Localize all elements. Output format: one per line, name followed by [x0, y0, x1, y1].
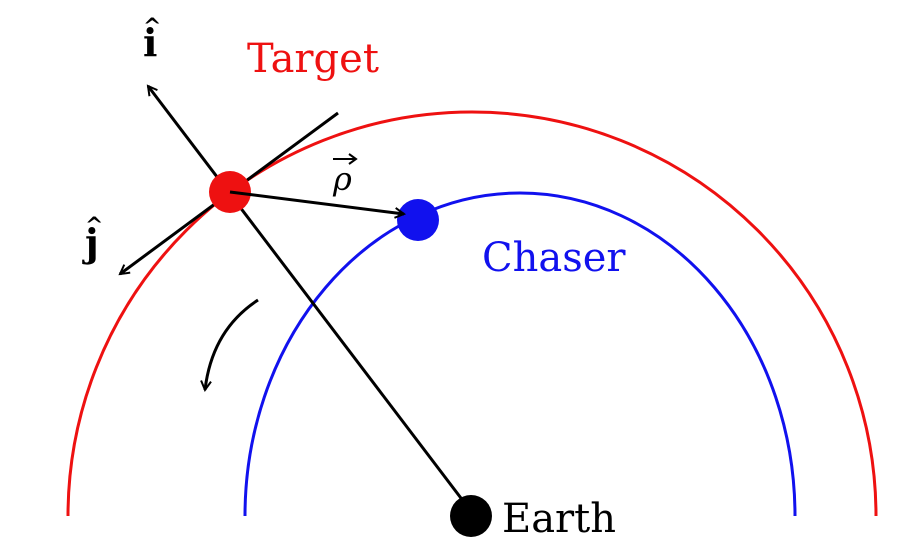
j-hat-hat: ^	[85, 213, 103, 239]
target-label: Target	[247, 36, 379, 82]
i-hat-letter: i	[143, 20, 157, 65]
j-hat-letter: j	[82, 220, 99, 265]
i-hat-axis	[148, 86, 472, 511]
target-orbit	[66, 110, 878, 517]
i-hat-hat: ^	[143, 14, 161, 40]
rho-vector	[229, 190, 404, 214]
rho-label: ρ	[332, 153, 358, 198]
chaser-label: Chaser	[482, 235, 626, 281]
chaser-marker	[397, 199, 439, 241]
earth-marker	[450, 495, 492, 537]
j-hat-label: ^ j	[82, 213, 103, 265]
rotation-direction-arrow	[205, 298, 259, 390]
i-hat-label: ^ i	[143, 14, 161, 65]
rho-symbol: ρ	[332, 160, 352, 198]
earth-label: Earth	[502, 496, 616, 542]
chaser-orbit	[243, 191, 797, 517]
rho-over-arrowhead	[348, 153, 358, 165]
